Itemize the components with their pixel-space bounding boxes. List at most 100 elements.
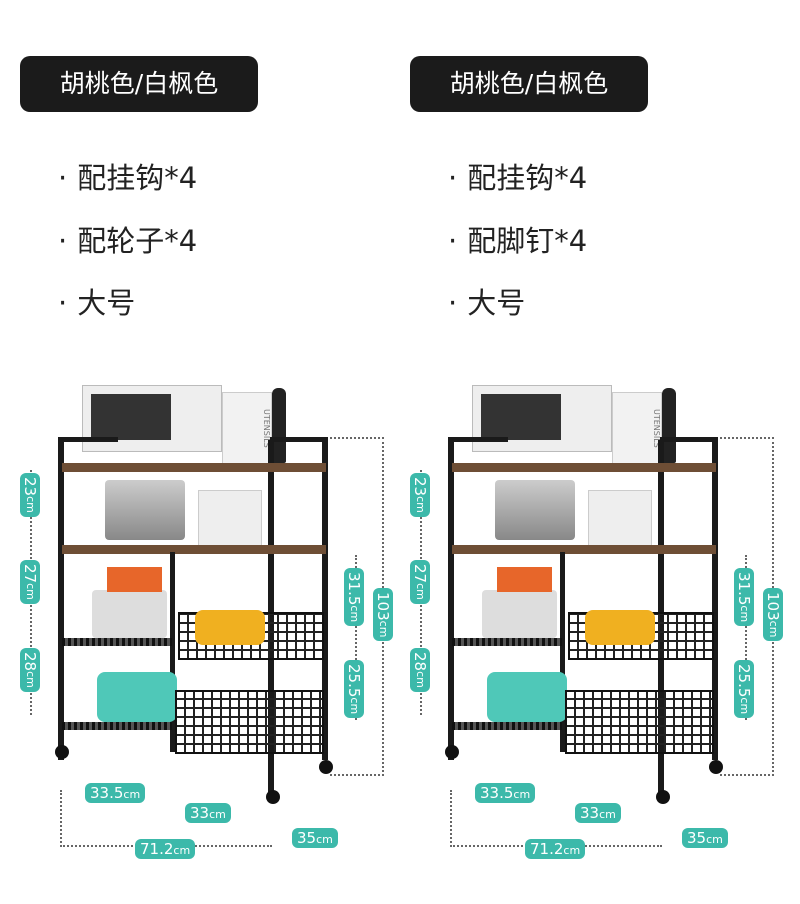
dim-shelf1: 23cm: [410, 473, 430, 517]
dim-total-width: 71.2cm: [135, 839, 196, 859]
dimension-text: 31.5: [735, 572, 753, 606]
dimension-text: cm: [738, 697, 751, 715]
rack-frame: [58, 437, 118, 442]
dimension-text: cm: [706, 833, 723, 846]
dimension-line: [330, 555, 357, 720]
dimension-text: 25.5: [345, 664, 363, 698]
rack-frame: [58, 440, 64, 760]
bottle-image: [662, 388, 676, 463]
dim-right-upper: 31.5cm: [734, 568, 754, 627]
wire-basket: [175, 690, 324, 754]
pot-image: [495, 480, 575, 540]
dim-shelf1: 23cm: [20, 473, 40, 517]
feature-item: ·大号: [448, 286, 526, 320]
dim-right-width: 33cm: [185, 803, 231, 823]
dim-left-width: 33.5cm: [85, 783, 146, 803]
dimension-text: cm: [348, 605, 361, 623]
wheel: [445, 745, 459, 759]
rack-frame: [712, 440, 718, 760]
feature-text: 配挂钩*4: [77, 161, 198, 195]
feature-item: ·配挂钩*4: [58, 161, 198, 195]
feature-item: ·配轮子*4: [58, 224, 198, 258]
rack-frame: [270, 437, 328, 442]
dim-depth: 35cm: [682, 828, 728, 848]
dim-shelf3: 28cm: [410, 648, 430, 692]
dim-right-lower: 25.5cm: [734, 660, 754, 719]
dimension-text: cm: [414, 671, 427, 688]
dim-total-width: 71.2cm: [525, 839, 586, 859]
dimension-text: cm: [209, 808, 226, 821]
rack-frame: [660, 437, 718, 442]
product-variant-panel: 胡桃色/白枫色 ·配挂钩*4 ·配轮子*4 ·大号 UTENSILS 23cm …: [20, 56, 393, 859]
dimension-text: 33.5: [480, 784, 514, 802]
dimension-text: cm: [767, 620, 780, 638]
dim-depth: 35cm: [292, 828, 338, 848]
wheel: [656, 790, 670, 804]
dimension-text: cm: [414, 496, 427, 513]
scale-image: [198, 490, 262, 547]
mesh-shelf: [452, 638, 562, 646]
dimension-text: 103: [374, 592, 392, 621]
feature-text: 配轮子*4: [77, 224, 198, 258]
scale-image: [588, 490, 652, 547]
dimension-text: 28: [21, 652, 39, 672]
box-image: [497, 567, 552, 592]
dimension-text: cm: [513, 788, 531, 801]
jars-image: [92, 590, 167, 638]
color-title-badge: 胡桃色/白枫色: [20, 56, 258, 112]
rack-frame: [448, 440, 454, 760]
dimension-text: 35: [297, 829, 317, 847]
bottle-image: [272, 388, 286, 463]
box-image: [107, 567, 162, 592]
mesh-shelf: [62, 722, 172, 730]
dimension-text: 71.2: [140, 840, 174, 858]
dim-height: 103cm: [373, 588, 393, 642]
feature-item: ·配挂钩*4: [448, 161, 588, 195]
wheel: [266, 790, 280, 804]
rack-frame: [448, 437, 508, 442]
dimension-text: 33: [580, 804, 600, 822]
dim-right-upper: 31.5cm: [344, 568, 364, 627]
dim-height: 103cm: [763, 588, 783, 642]
color-title-badge: 胡桃色/白枫色: [410, 56, 648, 112]
dimension-text: 103: [764, 592, 782, 621]
dimension-text: cm: [316, 833, 333, 846]
dimension-text: 31.5: [345, 572, 363, 606]
dimension-line: [720, 555, 747, 720]
fruit-image: [585, 610, 655, 645]
dimension-text: cm: [599, 808, 616, 821]
dimension-text: cm: [24, 671, 37, 688]
fruit-image: [195, 610, 265, 645]
dimension-text: 23: [411, 477, 429, 497]
wood-shelf: [62, 545, 326, 554]
wheel: [709, 760, 723, 774]
feature-text: 配挂钩*4: [467, 161, 588, 195]
dimension-text: cm: [348, 697, 361, 715]
rack-frame: [170, 552, 175, 752]
dimension-text: cm: [173, 844, 191, 857]
utensil-canister: UTENSILS: [612, 392, 662, 464]
dim-shelf2: 27cm: [410, 560, 430, 604]
dim-shelf2: 27cm: [20, 560, 40, 604]
feature-text: 大号: [77, 286, 136, 320]
wood-shelf: [452, 463, 716, 472]
pot-image: [105, 480, 185, 540]
dimension-text: cm: [563, 844, 581, 857]
wood-shelf: [62, 463, 326, 472]
dimension-text: cm: [24, 583, 37, 600]
mesh-shelf: [452, 722, 562, 730]
dim-left-width: 33.5cm: [475, 783, 536, 803]
feature-text: 大号: [467, 286, 526, 320]
feature-text: 配脚钉*4: [467, 224, 588, 258]
dimension-text: cm: [123, 788, 141, 801]
wheel: [55, 745, 69, 759]
dimension-text: 27: [411, 564, 429, 584]
dimension-text: 28: [411, 652, 429, 672]
product-variant-panel: 胡桃色/白枫色 ·配挂钩*4 ·配脚钉*4 ·大号 UTENSILS 23cm …: [390, 0, 790, 904]
dimension-text: cm: [377, 620, 390, 638]
rack-frame: [322, 440, 328, 760]
dimension-text: 23: [21, 477, 39, 497]
dimension-text: 35: [687, 829, 707, 847]
dimension-text: 71.2: [530, 840, 564, 858]
dimension-text: cm: [24, 496, 37, 513]
